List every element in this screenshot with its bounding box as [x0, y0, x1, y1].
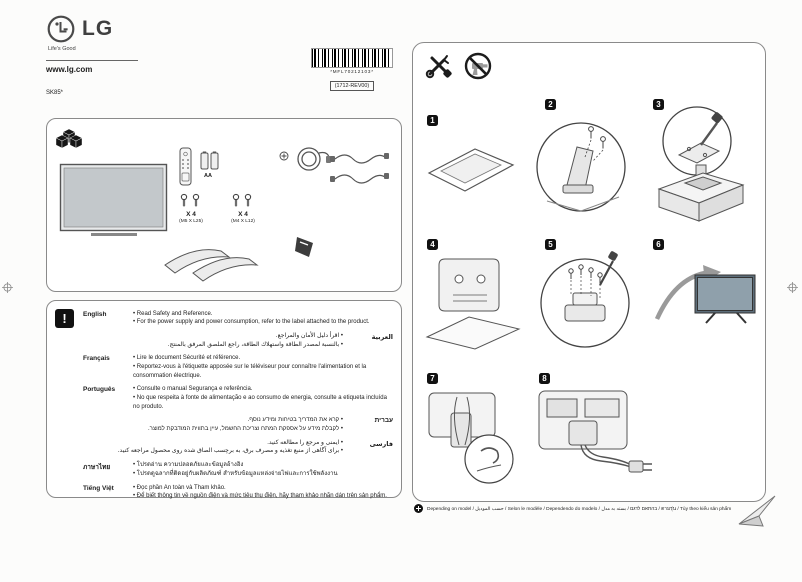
brand-tagline: Life's Good [48, 46, 76, 52]
language-row-arabic: العربية • اقرأ دليل الأمان والمراجع. • ب… [83, 329, 393, 351]
no-power-drill-icon [464, 52, 492, 80]
tool-icons [423, 51, 493, 81]
screws-m5-icon [180, 193, 200, 207]
step-4-badge: 4 [427, 239, 438, 250]
language-row-thai: ภาษาไทย • โปรดอ่าน ความปลอดภัยและข้อมูลอ… [83, 459, 393, 481]
language-row-hebrew: עברית • קרא את המדריך בטיחות ומידע נוסף.… [83, 414, 393, 436]
language-line: • โปรดดูฉลากที่ติดอยู่กับผลิตภัณฑ์ สำหรั… [133, 470, 338, 477]
screws-m4-qty: X 4 [238, 211, 248, 218]
language-row-vietnamese: Tiếng Việt • Đọc phần An toàn và Tham kh… [83, 481, 393, 503]
barcode-text: *MFL70212103* [330, 69, 374, 74]
language-line: • ایمنی و مرجع را مطالعه کنید. [267, 439, 343, 446]
language-line: • اقرأ دليل الأمان والمراجع. [275, 332, 343, 339]
screws-m5-size: (M5 X L25) [179, 219, 203, 224]
language-row-english: English • Read Safety and Reference. • F… [83, 307, 393, 329]
language-line: • לקבלת מידע על אספקת המתח וצריכת החשמל,… [147, 426, 343, 433]
step-6-diagram [654, 265, 756, 324]
power-cord-coil-image [297, 147, 331, 171]
language-row-portuguese: Português • Consulte o manual Segurança … [83, 383, 393, 414]
language-row-french: Français • Lire le document Sécurité et … [83, 352, 393, 383]
language-line: • برای آگاهی از منبع تغذیه و مصرف برق، ب… [117, 448, 343, 455]
registration-mark-right [787, 282, 798, 293]
language-line: • بالنسبة لمصدر الطاقة واستهلاك الطاقة، … [167, 341, 343, 348]
paper-plane-icon [738, 495, 776, 527]
cables-image [330, 153, 389, 184]
language-line: • Read Safety and Reference. [133, 310, 213, 317]
language-line: • קרא את המדריך בטיחות ומידע נוסף. [247, 417, 343, 424]
language-label: العربية [371, 333, 393, 341]
step-6-badge: 6 [653, 239, 664, 250]
language-label: Français [83, 355, 110, 363]
model-number: SK85* [46, 90, 64, 96]
brand-block: LG [46, 14, 113, 44]
language-line: • โปรดอ่าน ความปลอดภัยและข้อมูลอ้างอิง [133, 462, 244, 469]
step-2-badge: 2 [545, 99, 556, 110]
footer-note: Depending on model / حسب الموديل / Selon… [414, 504, 744, 513]
registration-mark-left [2, 282, 13, 293]
brand-logo-text: LG [82, 17, 114, 40]
language-label: فارسی [369, 440, 393, 448]
language-label: Português [83, 386, 116, 394]
barcode-revision: (1712-REV00) [329, 81, 375, 91]
battery-type-label: AA [204, 173, 212, 179]
screws-m5-qty: X 4 [186, 211, 196, 218]
safety-notice-box: ! English • Read Safety and Reference. •… [46, 300, 402, 499]
step-3-diagram [657, 106, 745, 222]
accessories-box: AA X 4 (M5 X L25) [46, 118, 402, 292]
language-line: • Đọc phần An toàn và Tham khảo. [133, 484, 226, 491]
language-line: • Consulte o manual Segurança e referênc… [133, 386, 253, 393]
language-line: • No que respeita à fonte de alimentação… [133, 395, 387, 410]
language-line: • Reportez-vous à l'étiquette apposée su… [133, 363, 367, 379]
language-label: ภาษาไทย [83, 464, 111, 472]
step-5-badge: 5 [545, 239, 556, 250]
language-line: • Lire le document Sécurité et référence… [133, 355, 241, 362]
stand-feet-image [164, 249, 259, 282]
language-label: English [83, 310, 107, 318]
step-8-diagram [538, 390, 652, 473]
footer-note-text: Depending on model / حسب الموديل / Selon… [427, 506, 732, 512]
step-4-diagram [425, 258, 521, 350]
tv-panel-image [59, 163, 168, 236]
step-7-badge: 7 [427, 373, 438, 384]
lg-symbol-icon [47, 15, 75, 43]
language-rows: English • Read Safety and Reference. • F… [83, 307, 393, 503]
plus-circle-icon [279, 151, 289, 161]
step-1-badge: 1 [427, 115, 438, 126]
brand-divider [46, 60, 138, 61]
note-icon [414, 504, 423, 513]
language-label: עברית [374, 417, 393, 425]
step-1-diagram [427, 148, 515, 192]
batteries-image [200, 151, 219, 170]
website-url: www.lg.com [46, 65, 93, 74]
language-line: • Để biết thông tin về nguồn điện và mức… [133, 493, 387, 500]
step-2-diagram [536, 122, 626, 212]
language-row-farsi: فارسی • ایمنی و مرجع را مطالعه کنید. • ب… [83, 436, 393, 458]
tools-required-icon [425, 55, 452, 79]
screws-m4-size: (M4 X L12) [231, 219, 255, 224]
step-5-diagram [540, 251, 630, 348]
cable-holder-bracket-image [295, 237, 313, 257]
barcode-block: *MFL70212103* (1712-REV00) [306, 48, 398, 92]
stacked-boxes-icon [55, 128, 83, 149]
remote-control-image [179, 147, 192, 186]
assembly-instructions-box: 1 2 3 4 5 6 7 8 [412, 42, 766, 502]
screws-m4-icon [232, 193, 252, 207]
exclamation-icon: ! [55, 309, 74, 328]
language-label: Tiếng Việt [83, 484, 114, 492]
step-3-badge: 3 [653, 99, 664, 110]
step-7-diagram [428, 392, 514, 484]
step-8-badge: 8 [539, 373, 550, 384]
barcode-image [311, 48, 393, 68]
language-line: • For the power supply and power consump… [133, 319, 370, 326]
